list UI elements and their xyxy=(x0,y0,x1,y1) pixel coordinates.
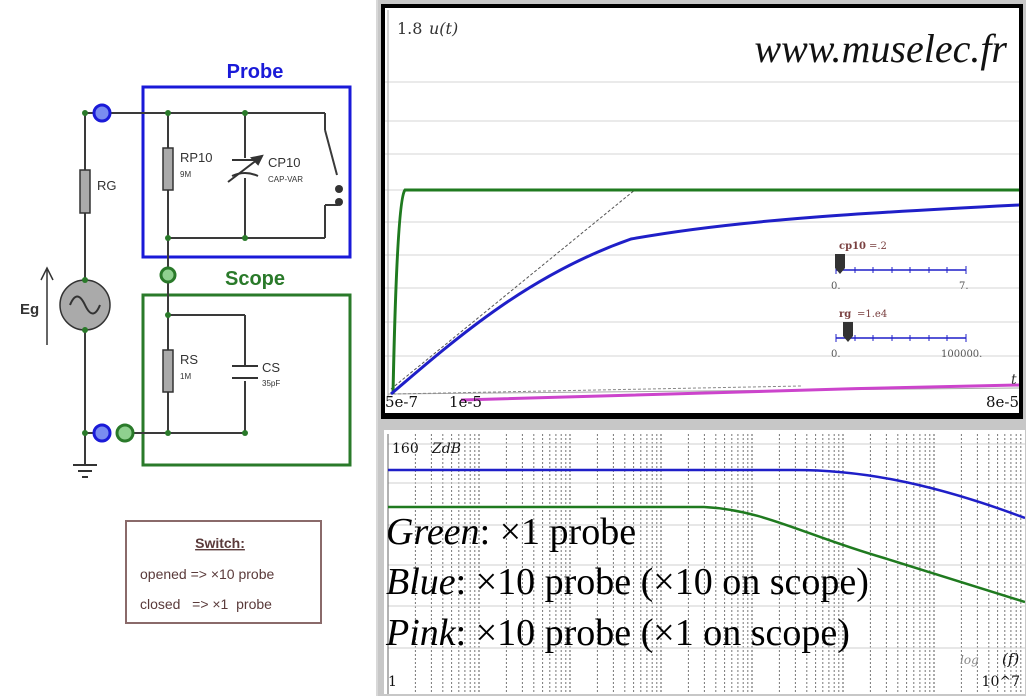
rg-slider[interactable]: rg =1.e4 0. 100000. xyxy=(831,309,982,360)
cp10-capacitor xyxy=(227,154,264,183)
switch-line-closed: closed => ×1 probe xyxy=(140,596,272,612)
y-max-label: 1.8 xyxy=(397,19,422,38)
circuit-panel: Probe Scope xyxy=(0,0,378,696)
input-terminal-icon xyxy=(92,103,112,123)
scope-box xyxy=(141,293,352,467)
switch-contact-icon xyxy=(335,185,343,193)
time-plot-frame: 1.8 u(t) t www.muselec.fr 5e-7 1e-5 8e-5… xyxy=(381,4,1023,419)
x-tick-start: 5e-7 xyxy=(385,393,418,411)
cs-value: 35pF xyxy=(262,379,280,388)
rg-slider-min: 0. xyxy=(831,349,841,360)
bode-grid xyxy=(387,434,1022,694)
x-tick-end: 8e-5 xyxy=(986,393,1019,411)
circuit-schematic: Probe Scope xyxy=(20,61,352,624)
switch-title: Switch: xyxy=(195,535,245,551)
time-plot: 1.8 u(t) t www.muselec.fr 5e-7 1e-5 8e-5… xyxy=(385,8,1020,413)
cp10-slider-min: 0. xyxy=(831,281,841,292)
bode-y-label: ZdB xyxy=(431,441,461,457)
bode-hgrid xyxy=(388,443,1025,649)
rg-slider-value: =1.e4 xyxy=(857,309,887,320)
cp10-slider-max: 7. xyxy=(959,281,969,292)
bode-x-start: 1 xyxy=(388,674,397,690)
legend-green: Green: ×1 probe xyxy=(386,511,636,553)
scope-title: Scope xyxy=(225,268,285,290)
probe-tip-terminal-icon xyxy=(159,266,177,284)
rp10-value: 9M xyxy=(180,170,191,179)
legend-pink-text: : ×10 probe (×1 on scope) xyxy=(456,612,850,654)
x-axis-label: t xyxy=(1011,372,1017,388)
probe-title: Probe xyxy=(227,61,284,83)
rp10-resistor xyxy=(162,147,174,191)
green-bode-curve xyxy=(388,505,1025,604)
bode-legend: Green: ×1 probe Blue: ×10 probe (×10 on … xyxy=(385,511,869,654)
eg-arrow-icon xyxy=(40,266,54,345)
legend-pink-name: Pink xyxy=(385,612,457,654)
blue-bode-curve xyxy=(388,468,1025,520)
switch-contact-icon xyxy=(335,198,343,206)
legend-blue-name: Blue xyxy=(386,561,456,603)
green-response-curve xyxy=(391,188,1019,395)
blue-response-curve xyxy=(390,203,1020,396)
cp10-slider-thumb[interactable] xyxy=(835,254,845,274)
rg-label: RG xyxy=(97,178,117,193)
rs-resistor xyxy=(162,349,174,393)
rg-slider-name: rg xyxy=(839,309,851,320)
tangent-line xyxy=(390,188,637,390)
bode-plot: 160 ZdB 1 10^7 (f) log Green: ×1 probe B… xyxy=(385,434,1025,694)
bode-log-note: log xyxy=(960,653,979,667)
bode-x-label: (f) xyxy=(1002,650,1019,668)
rg-slider-max: 100000. xyxy=(941,349,982,360)
rg-slider-thumb[interactable] xyxy=(843,322,853,342)
rs-value: 1M xyxy=(180,372,191,381)
cp10-slider-name: cp10 xyxy=(839,241,866,252)
ground-terminal-blue-icon xyxy=(92,423,112,443)
legend-green-text: : ×1 probe xyxy=(480,511,637,553)
ground-icon xyxy=(73,464,97,478)
ground-terminal-green-icon xyxy=(115,423,135,443)
bode-plot-frame: 160 ZdB 1 10^7 (f) log Green: ×1 probe B… xyxy=(384,430,1025,694)
cs-capacitor xyxy=(232,365,258,379)
legend-pink: Pink: ×10 probe (×1 on scope) xyxy=(385,612,850,654)
x-tick-second: 1e-5 xyxy=(449,393,482,411)
switch-line-opened: opened => ×10 probe xyxy=(140,566,275,582)
bode-x-end: 10^7 xyxy=(982,674,1020,690)
eg-label: Eg xyxy=(20,301,39,318)
cp10-sub: CAP-VAR xyxy=(268,175,303,184)
pink-response-curve xyxy=(460,383,1020,402)
junction-dots xyxy=(82,110,248,436)
sine-icon xyxy=(69,295,101,315)
rp10-label: RP10 xyxy=(180,150,213,165)
watermark: www.muselec.fr xyxy=(754,26,1007,71)
switch-legend-box xyxy=(125,520,322,624)
y-axis-label: u(t) xyxy=(429,19,458,38)
rs-label: RS xyxy=(180,352,198,367)
legend-blue-text: : ×10 probe (×10 on scope) xyxy=(456,561,869,603)
bode-y-value: 160 xyxy=(392,441,419,457)
legend-blue: Blue: ×10 probe (×10 on scope) xyxy=(386,561,869,603)
cp10-label: CP10 xyxy=(268,155,301,170)
cs-label: CS xyxy=(262,360,280,375)
legend-green-name: Green xyxy=(386,511,480,553)
probe-box xyxy=(141,85,352,259)
rg-resistor xyxy=(79,169,91,214)
cp10-slider[interactable]: cp10 =.2 0. 7. xyxy=(831,241,969,292)
cp10-slider-value: =.2 xyxy=(869,241,887,252)
